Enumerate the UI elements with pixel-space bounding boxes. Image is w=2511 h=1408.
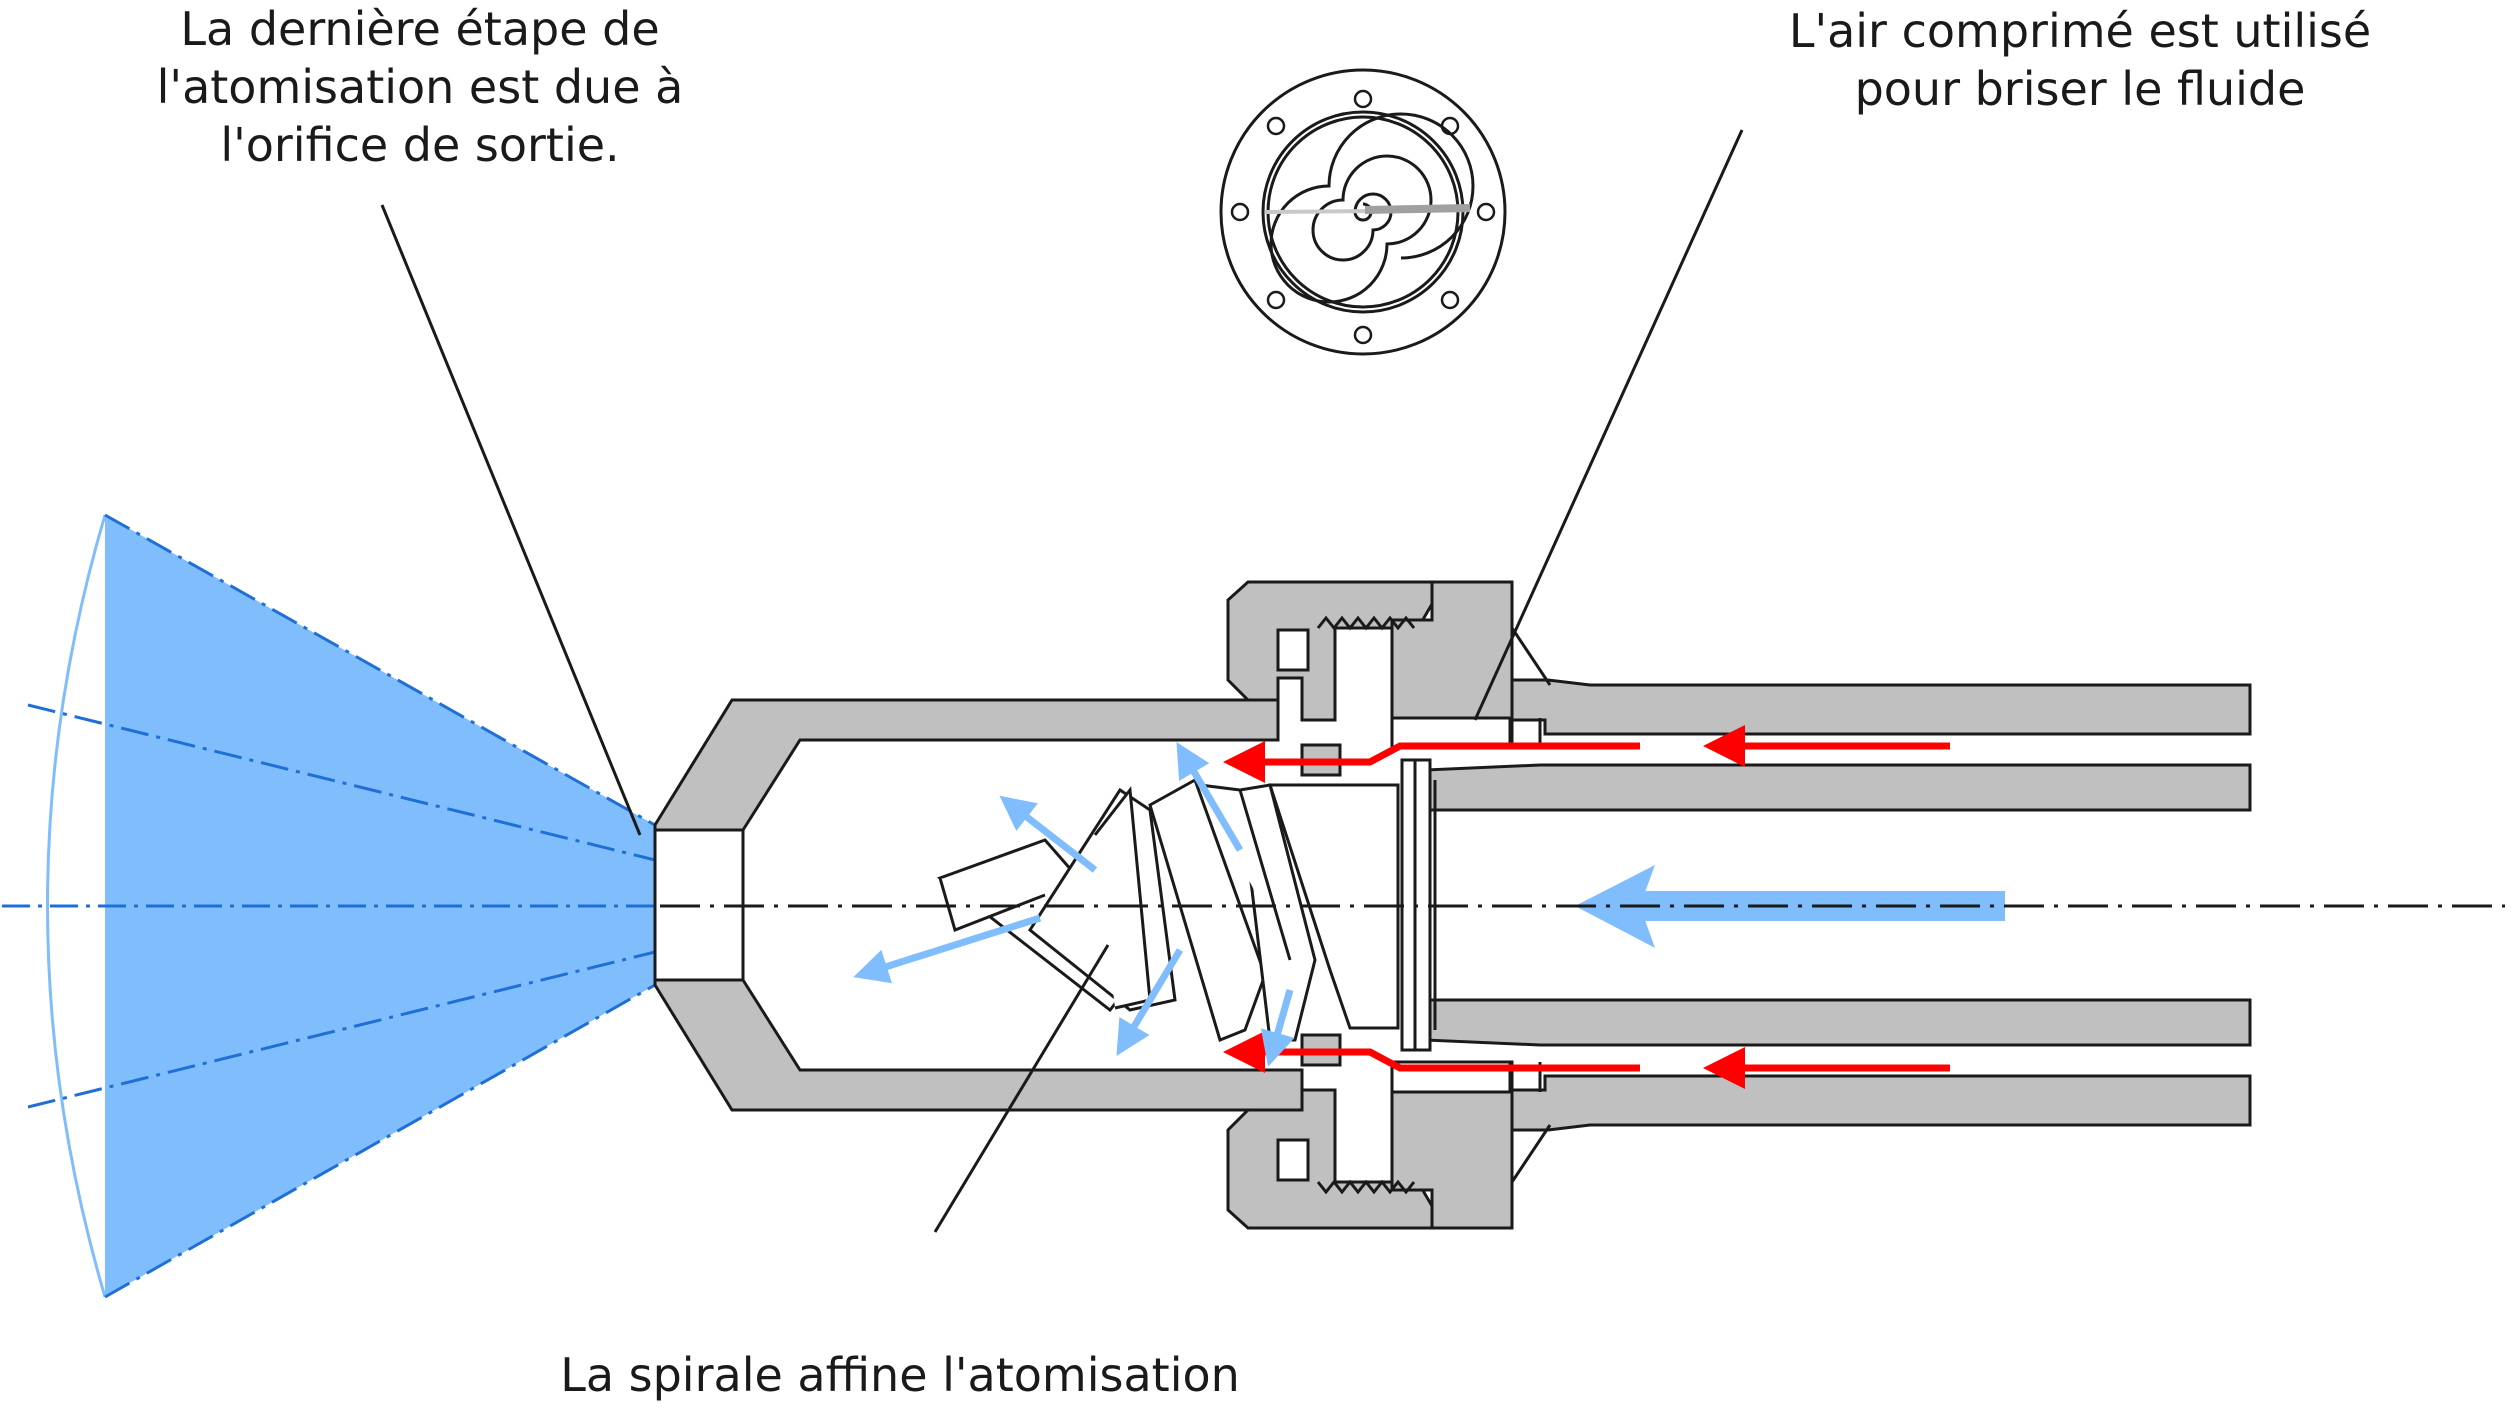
nozzle-end-view-icon [1219,68,1507,356]
exit-orifice-callout: La dernière étape de l'atomisation est d… [40,0,800,174]
spray-cone-icon [2,513,656,1299]
callout-lines [380,129,1744,1233]
callout-line: l'atomisation est due à [156,60,684,114]
callout-line: La dernière étape de [180,2,660,56]
callout-line: pour briser le fluide [1854,62,2306,116]
air-flow-arrows [1223,725,1950,1089]
compressed-air-callout: L'air comprimé est utilisé pour briser l… [1680,2,2480,118]
callout-line: l'orifice de sortie. [220,118,620,172]
callout-line: L'air comprimé est utilisé [1788,4,2372,58]
spiral-callout: La spirale affine l'atomisation [500,1346,1300,1404]
spiral-insert-icon [936,777,1400,1043]
callout-line: La spirale affine l'atomisation [560,1348,1240,1402]
nozzle-body-icon [653,580,2252,1230]
